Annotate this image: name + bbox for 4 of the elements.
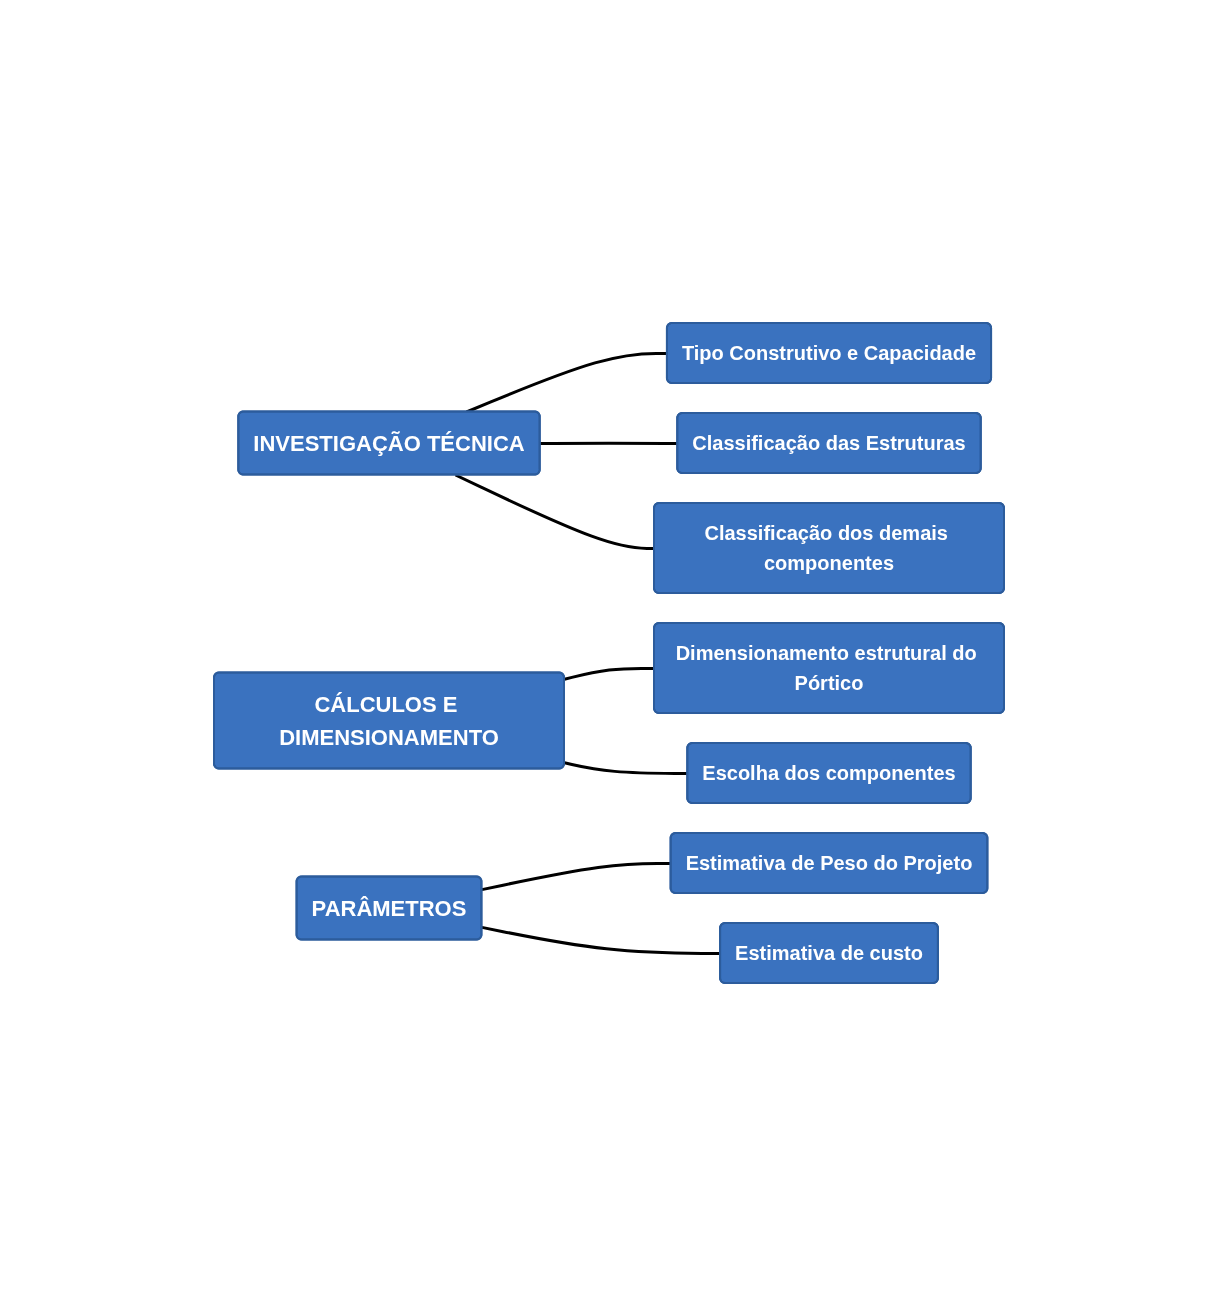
- connector: [465, 351, 667, 413]
- connector: [454, 473, 654, 550]
- connector: [481, 861, 671, 891]
- connector: [563, 666, 654, 681]
